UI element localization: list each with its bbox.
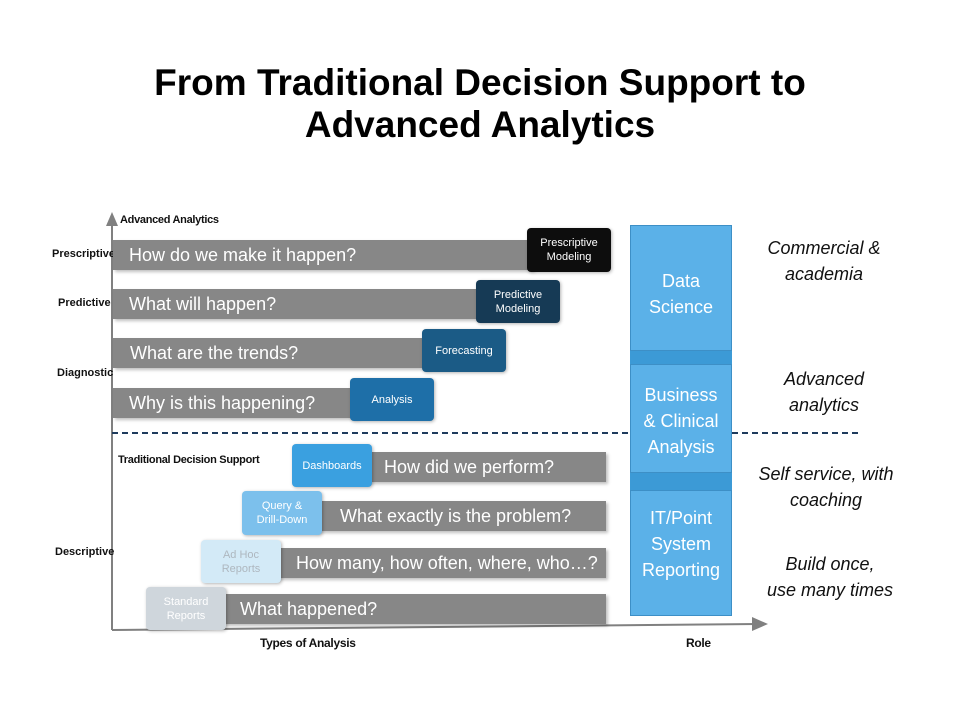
row-label-descriptive: Descriptive: [55, 546, 115, 558]
bar-analysis: Why is this happening?: [113, 388, 358, 418]
bar-question: How do we make it happen?: [129, 245, 357, 265]
role-business: [630, 364, 732, 473]
bar-question: How many, how often, where, who…?: [296, 553, 598, 573]
role-separator-1: [630, 351, 732, 364]
role-it: [630, 490, 732, 616]
note-advanced: Advanced analytics: [783, 369, 865, 415]
predictive-modeling-box: Predictive Modeling: [476, 280, 560, 323]
bar-question: What will happen?: [129, 294, 277, 314]
adhoc-reports-box: Ad Hoc Reports: [201, 540, 281, 583]
standard-reports-box: Standard Reports: [146, 587, 226, 630]
query-drilldown-box: Query & Drill-Down: [242, 491, 322, 535]
note-commercial: Commercial & academia: [767, 238, 881, 284]
title-line-1: From Traditional Decision Support to: [154, 62, 806, 103]
bar-adhoc: How many, how often, where, who…?: [273, 548, 606, 578]
row-label-predictive: Predictive: [58, 297, 111, 309]
role-text-data-science: Data Science: [648, 271, 714, 317]
x-axis-arrow: [752, 617, 768, 631]
y-axis-arrow: [106, 212, 118, 226]
traditional-label: Traditional Decision Support: [118, 454, 260, 466]
title-line-2: Advanced Analytics: [304, 104, 656, 145]
dashboards-box: Dashboards: [292, 444, 372, 487]
page-title: From Traditional Decision Support to Adv…: [0, 62, 960, 146]
forecasting-box: Forecasting: [422, 329, 506, 372]
role-data-science: [630, 225, 732, 351]
bar-question: What are the trends?: [130, 343, 299, 363]
x-axis-label: Types of Analysis: [260, 636, 356, 650]
bar-question: How did we perform?: [384, 457, 555, 477]
bar-predictive: What will happen?: [113, 289, 483, 319]
analysis-box: Analysis: [350, 378, 434, 421]
bar-question: What exactly is the problem?: [340, 506, 572, 526]
role-text-business: Business & Clinical Analysis: [643, 385, 719, 457]
bar-prescriptive: How do we make it happen?: [113, 240, 533, 270]
bar-question: Why is this happening?: [129, 393, 316, 413]
role-text-it: IT/Point System Reporting: [641, 508, 721, 580]
prescriptive-modeling-box: Prescriptive Modeling: [527, 228, 611, 272]
row-label-diagnostic: Diagnostic: [57, 367, 114, 379]
bar-forecasting: What are the trends?: [113, 338, 429, 368]
bar-standard: What happened?: [218, 594, 606, 624]
note-self-service: Self service, with coaching: [758, 464, 894, 510]
note-build-once: Build once, use many times: [766, 554, 894, 600]
bar-query: What exactly is the problem?: [315, 501, 606, 531]
role-axis-label: Role: [686, 636, 711, 650]
divider-line: [112, 432, 858, 434]
bar-question: What happened?: [240, 599, 378, 619]
role-separator-2: [630, 473, 732, 490]
y-axis-top-label: Advanced Analytics: [120, 214, 219, 226]
row-label-prescriptive: Prescriptive: [52, 248, 115, 260]
bar-dashboards: How did we perform?: [366, 452, 606, 482]
